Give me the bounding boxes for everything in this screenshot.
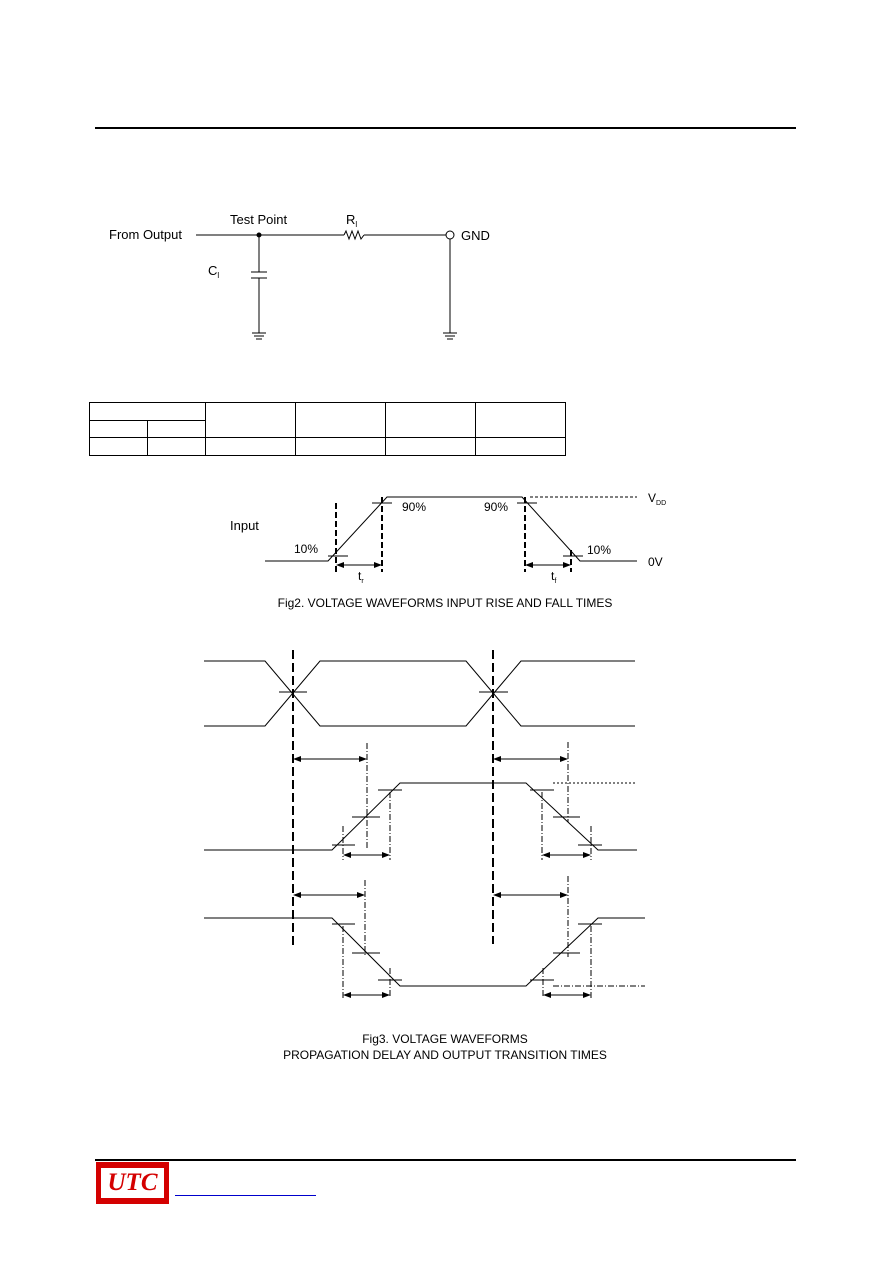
arrowhead <box>493 756 501 762</box>
header-rule <box>95 127 796 129</box>
tr-arrowhead-left <box>336 562 344 568</box>
input-low-trace <box>204 660 635 727</box>
table-cell <box>475 402 566 438</box>
gnd-label: GND <box>461 228 490 243</box>
input-high-trace <box>204 660 635 727</box>
table-cell <box>89 402 206 421</box>
arrowhead <box>343 852 351 858</box>
tf-arrowhead-left <box>525 562 533 568</box>
arrowhead <box>293 756 301 762</box>
arrowhead <box>493 892 501 898</box>
arrowhead <box>343 992 351 998</box>
table-cell <box>295 402 386 438</box>
tr-label: tr <box>358 569 364 585</box>
tr-arrowhead-right <box>374 562 382 568</box>
table-cell <box>205 402 296 438</box>
table-cell <box>385 402 476 438</box>
fig3-caption-line2: PROPAGATION DELAY AND OUTPUT TRANSITION … <box>283 1048 607 1062</box>
from-output-label: From Output <box>109 227 182 242</box>
fig2-caption: Fig2. VOLTAGE WAVEFORMS INPUT RISE AND F… <box>277 596 613 610</box>
ground-symbol-right <box>443 332 457 340</box>
tf-arrowhead-right <box>563 562 571 568</box>
cl-label: Cl <box>208 263 219 280</box>
propagation-delay-waveform <box>204 650 645 998</box>
pct-90-left: 90% <box>402 500 426 514</box>
output-trace-1 <box>204 782 637 851</box>
fig3-caption-line1: Fig3. VOLTAGE WAVEFORMS <box>362 1032 528 1046</box>
tf-label: tf <box>551 569 556 585</box>
resistor-symbol <box>343 229 365 241</box>
arrowhead <box>359 756 367 762</box>
output-trace-2 <box>204 917 645 987</box>
utc-logo-text: UTC <box>101 1168 164 1198</box>
footer-rule <box>95 1159 796 1161</box>
arrowhead <box>382 852 390 858</box>
input-rise-fall-waveform: Input 90% 90% 10% 10% VDD 0V tr tf <box>230 491 666 585</box>
gnd-terminal <box>445 230 455 240</box>
pct-10-right: 10% <box>587 543 611 557</box>
pct-10-left: 10% <box>294 542 318 556</box>
arrowhead <box>583 852 591 858</box>
fig3-caption: Fig3. VOLTAGE WAVEFORMS PROPAGATION DELA… <box>220 1031 670 1063</box>
test-condition-table <box>89 402 566 456</box>
arrowhead <box>583 992 591 998</box>
rl-label: Rl <box>346 212 357 229</box>
table-cell <box>205 437 296 456</box>
table-cell <box>385 437 476 456</box>
table-cell <box>475 437 566 456</box>
arrowhead <box>542 852 550 858</box>
ground-symbol-left <box>252 332 266 340</box>
arrowhead <box>357 892 365 898</box>
table-cell <box>89 420 148 438</box>
zero-v-label: 0V <box>648 555 663 569</box>
arrowhead <box>293 892 301 898</box>
vdd-label: VDD <box>648 491 666 507</box>
website-link[interactable] <box>175 1195 316 1196</box>
arrowhead <box>560 756 568 762</box>
pct-90-right: 90% <box>484 500 508 514</box>
arrowhead <box>560 892 568 898</box>
table-cell <box>295 437 386 456</box>
arrowhead <box>382 992 390 998</box>
test-circuit-diagram: From Output Test Point Rl Cl GND <box>109 212 490 340</box>
table-cell <box>147 420 206 438</box>
test-point-label: Test Point <box>230 212 287 227</box>
table-cell <box>147 437 206 456</box>
input-label: Input <box>230 518 259 533</box>
utc-logo: UTC <box>96 1162 169 1204</box>
input-waveform <box>265 496 637 562</box>
arrowhead <box>543 992 551 998</box>
table-cell <box>89 437 148 456</box>
